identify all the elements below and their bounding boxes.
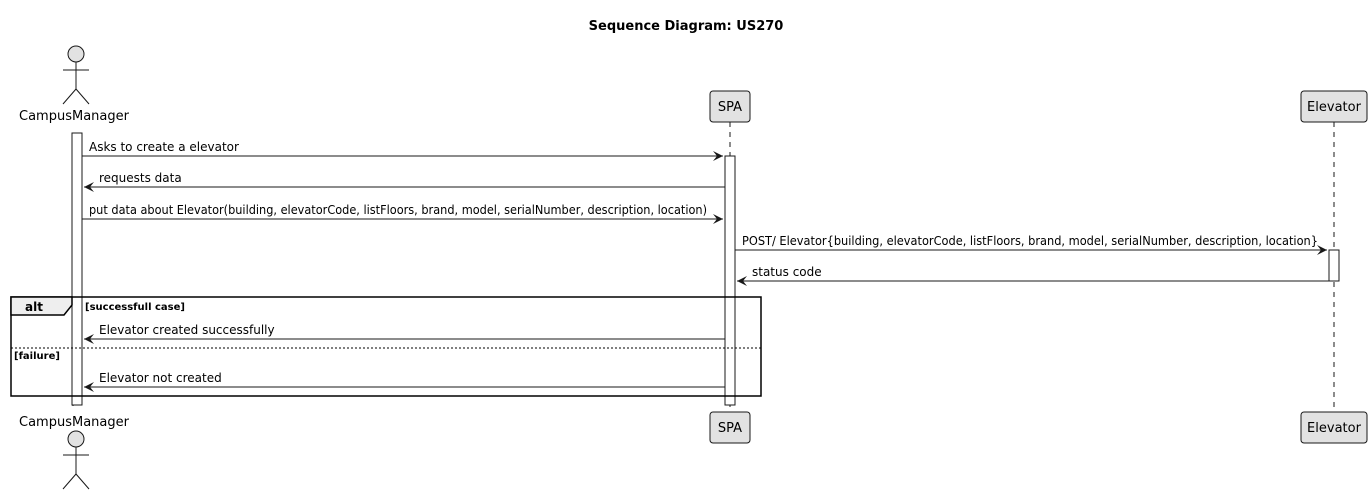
alt-keyword: alt xyxy=(25,300,43,314)
participant-label: SPA xyxy=(718,421,742,436)
diagram-title: Sequence Diagram: US270 xyxy=(589,19,784,34)
participant-spa-top: SPA xyxy=(709,90,751,123)
participant-elevator-top: Elevator xyxy=(1300,90,1368,123)
alt-frame-border xyxy=(10,296,762,397)
participant-label: SPA xyxy=(718,100,742,115)
message-put-data: put data about Elevator(building, elevat… xyxy=(82,203,723,224)
actor-label-bottom: CampusManager xyxy=(19,415,130,430)
alt-frame: alt [successfull case] [failure] xyxy=(10,296,762,397)
actor-campus-manager-top: CampusManager xyxy=(19,45,130,124)
participant-label: Elevator xyxy=(1307,100,1362,115)
alt-frame-tab xyxy=(10,296,73,316)
activation-bar-spa xyxy=(724,155,736,406)
actor-label-top: CampusManager xyxy=(19,109,130,124)
participant-spa-bottom: SPA xyxy=(709,411,751,444)
message-label: put data about Elevator(building, elevat… xyxy=(89,203,707,217)
activation-bar-elevator xyxy=(1328,249,1340,282)
message-label: Asks to create a elevator xyxy=(89,140,239,154)
participant-elevator-bottom: Elevator xyxy=(1300,411,1368,444)
message-label: Elevator not created xyxy=(99,371,222,385)
actor-campus-manager-bottom: CampusManager xyxy=(19,415,130,490)
activation-bar-campus-manager xyxy=(71,132,83,406)
alt-guard-success: [successfull case] xyxy=(85,302,185,313)
message-label: status code xyxy=(752,265,822,279)
message-elevator-created: Elevator created successfully xyxy=(84,323,725,344)
alt-guard-failure: [failure] xyxy=(14,351,60,362)
message-label: POST/ Elevator{building, elevatorCode, l… xyxy=(742,234,1318,248)
message-asks-to-create: Asks to create a elevator xyxy=(82,140,723,161)
message-elevator-not-created: Elevator not created xyxy=(84,371,725,392)
message-requests-data: requests data xyxy=(84,171,725,192)
message-label: Elevator created successfully xyxy=(99,323,275,337)
message-post-elevator: POST/ Elevator{building, elevatorCode, l… xyxy=(735,234,1327,255)
message-label: requests data xyxy=(99,171,182,185)
message-status-code: status code xyxy=(737,265,1329,286)
participant-label: Elevator xyxy=(1307,421,1362,436)
actor-head xyxy=(67,430,85,448)
actor-head xyxy=(67,45,85,63)
